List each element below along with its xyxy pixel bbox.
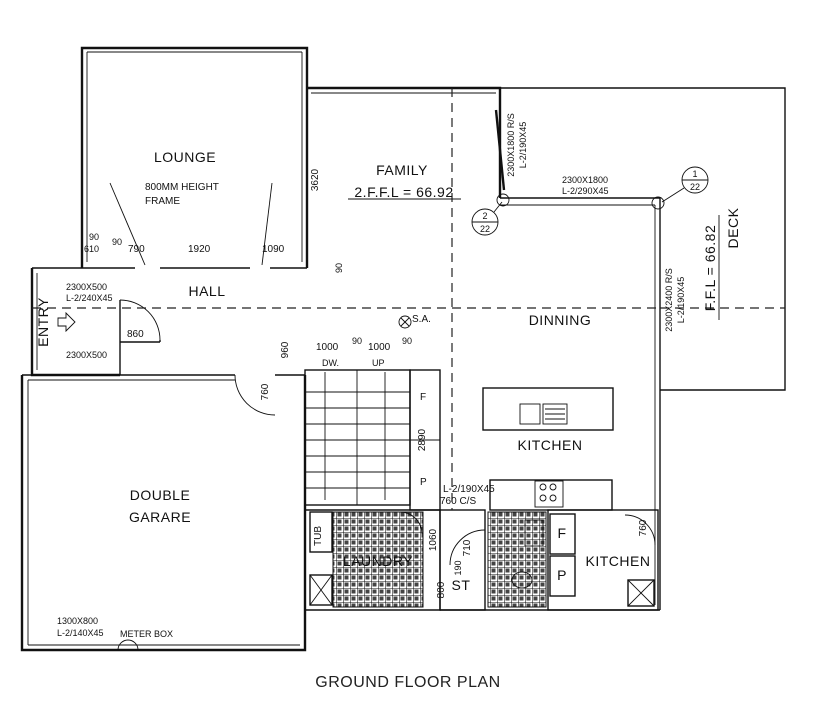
dim-90-a: 90 (89, 232, 99, 242)
family-walls (307, 86, 661, 610)
stair (304, 369, 411, 506)
family-window-1b: L-2/190X45 (518, 122, 528, 169)
dim-90-d: 90 (352, 336, 362, 346)
deck-level: F.F.L = 66.82 (702, 225, 718, 312)
laundry-block (304, 509, 441, 611)
dim-3620: 3620 (310, 168, 321, 191)
marker2-top: 2 (482, 211, 487, 221)
garage-window-1b: L-2/140X45 (57, 628, 104, 638)
dining-window-1b: L-2/190X45 (676, 277, 686, 324)
family-level: 2.F.F.L = 66.92 (354, 184, 453, 200)
meter-box-note: METER BOX (120, 629, 173, 639)
kitchen-bench (489, 479, 613, 511)
marker1-top: 1 (692, 169, 697, 179)
room-hall: HALL (188, 283, 225, 299)
drawing-title: GROUND FLOOR PLAN (315, 674, 500, 691)
dim-90-b: 90 (112, 237, 122, 247)
room-garage-line2: GARARE (129, 509, 191, 525)
family-window-2b: L-2/290X45 (562, 186, 609, 196)
room-family: FAMILY (376, 162, 428, 178)
room-deck: DECK (725, 207, 741, 248)
room-kitchen: KITCHEN (518, 437, 583, 453)
marker1-bottom: 22 (690, 182, 700, 192)
dining-window-1: 2300X2400 R/S (664, 268, 674, 332)
deck-outline (500, 87, 786, 391)
frame-note-line1: 800MM HEIGHT (145, 182, 219, 193)
kitchen2-p-label: P (557, 567, 567, 583)
room-lounge: LOUNGE (154, 149, 216, 165)
dim-90-c: 90 (334, 263, 344, 273)
stair-up-label: UP (372, 358, 385, 368)
dim-860: 860 (127, 329, 144, 340)
entry-window-2: 2300X500 (66, 350, 107, 360)
kitchen-cs-label: 760 C/S (440, 496, 476, 507)
dim-2890: 2890 (417, 428, 428, 451)
room-kitchen-2: KITCHEN (586, 553, 651, 569)
kitchen2-block (440, 509, 660, 611)
family-window-2: 2300X1800 (562, 175, 608, 185)
room-dinning: DINNING (529, 312, 592, 328)
smoke-alarm-icon (398, 315, 412, 329)
entry-window-1b: L-2/240X45 (66, 293, 113, 303)
section-marker-1: 1 22 (651, 166, 709, 210)
dim-1060: 1060 (428, 528, 439, 551)
dim-800: 800 (436, 581, 447, 598)
room-entry: ENTRY (35, 297, 51, 347)
frame-note-line2: FRAME (145, 196, 180, 207)
garage-window-1: 1300X800 (57, 616, 98, 626)
lounge-walls (80, 46, 309, 269)
dim-1000-b: 1000 (368, 342, 391, 353)
entry-arrow-icon (57, 311, 76, 333)
dim-610: 610 (84, 244, 99, 254)
family-window-1: 2300X1800 R/S (506, 113, 516, 177)
pantry-f-label: F (420, 392, 426, 403)
dashed-lines (32, 88, 785, 510)
pantry-p-label: P (420, 477, 427, 488)
kitchen2-f-label: F (557, 525, 566, 541)
dim-960: 960 (280, 341, 291, 358)
dim-710: 710 (462, 539, 473, 556)
toilet-block (439, 509, 547, 611)
dim-790: 790 (128, 244, 145, 255)
dim-190: 190 (453, 560, 463, 575)
kitchen-window-1: L-2/190X45 (443, 484, 495, 495)
room-garage-line1: DOUBLE (130, 487, 191, 503)
stair-dw-label: DW. (322, 358, 339, 368)
room-st: ST (452, 577, 471, 593)
smoke-alarm-label: S.A. (412, 314, 431, 325)
dim-1000-a: 1000 (316, 342, 339, 353)
section-marker-2: 2 22 (471, 193, 510, 236)
dim-90-e: 90 (402, 336, 412, 346)
entry-window-1: 2300X500 (66, 282, 107, 292)
marker2-bottom: 22 (480, 224, 490, 234)
kitchen-island (482, 387, 614, 431)
dim-760-a: 760 (260, 383, 271, 400)
dim-1090: 1090 (262, 244, 285, 255)
dim-760-b: 760 (638, 519, 649, 536)
room-laundry: LAUNDRY (343, 553, 413, 569)
dim-1920: 1920 (188, 244, 211, 255)
room-tub: TUB (313, 526, 324, 546)
